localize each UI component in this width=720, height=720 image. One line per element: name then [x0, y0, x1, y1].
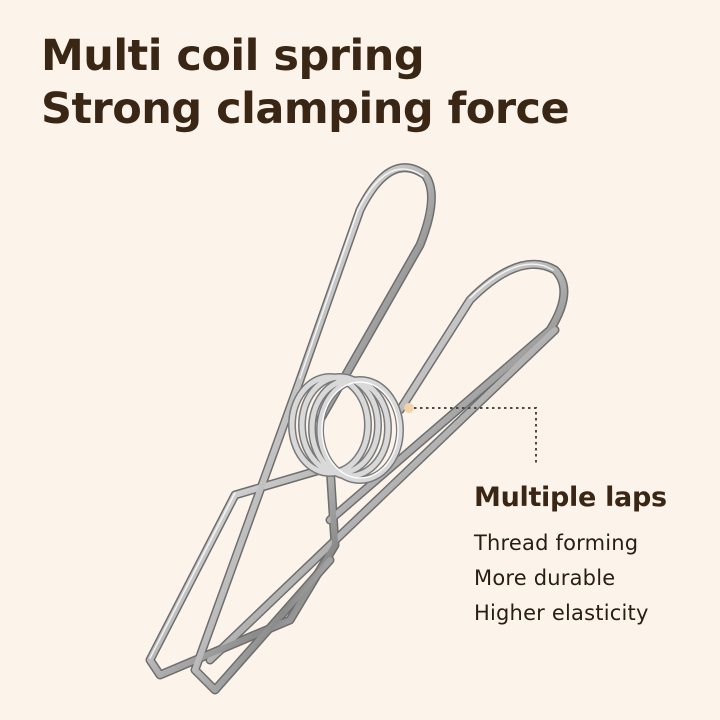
headline-line-2: Strong clamping force	[41, 84, 570, 134]
callout-title: Multiple laps	[474, 482, 667, 513]
feature-item: Thread forming	[474, 531, 639, 555]
coil-spring	[288, 373, 404, 484]
feature-item: More durable	[474, 566, 616, 590]
callout-marker-dot	[404, 403, 414, 413]
feature-list: Thread forming More durable Higher elast…	[474, 526, 667, 631]
headline-line-1: Multi coil spring	[41, 31, 425, 81]
callout-leader-line	[414, 407, 537, 465]
clip-wire	[145, 163, 569, 695]
feature-item: Higher elasticity	[474, 601, 649, 625]
feature-callout: Multiple laps Thread forming More durabl…	[474, 478, 667, 631]
headline: Multi coil spring Strong clamping force	[41, 30, 570, 136]
